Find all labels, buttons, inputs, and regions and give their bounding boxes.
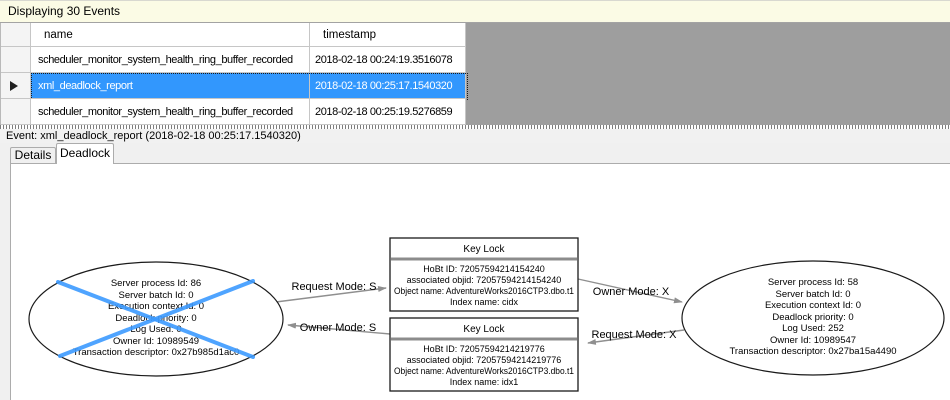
key-lock-node-bottom[interactable]: Key Lock HoBt ID: 72057594214219776 asso… [389, 317, 579, 392]
key-lock-node-top[interactable]: Key Lock HoBt ID: 72057594214154240 asso… [389, 237, 579, 312]
lock-text-line: HoBt ID: 72057594214154240 [423, 264, 545, 274]
row-filler [466, 99, 950, 125]
row-indicator-cell [1, 73, 31, 99]
node-text-line: Owner Id: 10989547 [770, 335, 856, 346]
edge-request-x-line [587, 329, 685, 345]
graph-edges: Request Mode: S Owner Mode: S Owner Mode… [267, 278, 685, 345]
table-row[interactable]: scheduler_monitor_system_health_ring_buf… [1, 99, 950, 125]
edge-label-request-s: Request Mode: S [292, 281, 377, 293]
node-text-line: Server batch Id: 0 [776, 289, 851, 300]
event-name-cell[interactable]: scheduler_monitor_system_health_ring_buf… [31, 47, 310, 73]
node-text-line: Transaction descriptor: 0x27b985d1ac0 [73, 347, 240, 358]
grid-splitter[interactable] [0, 125, 950, 129]
events-grid: name timestamp scheduler_monitor_system_… [0, 23, 950, 125]
pane-left-margin [0, 163, 10, 400]
edge-owner-x-line [577, 278, 683, 304]
events-count-bar: Displaying 30 Events [0, 0, 950, 23]
event-name-cell[interactable]: scheduler_monitor_system_health_ring_buf… [31, 99, 310, 125]
event-name-cell[interactable]: xml_deadlock_report [31, 73, 310, 99]
node-text-line: Server process Id: 58 [768, 277, 858, 288]
tab-deadlock[interactable]: Deadlock [56, 143, 114, 164]
row-filler [466, 47, 950, 73]
node-text-line: Owner Id: 10989549 [113, 336, 199, 347]
victim-process-node[interactable]: Server process Id: 86 Server batch Id: 0… [28, 261, 284, 377]
edge-label-owner-s: Owner Mode: S [300, 322, 376, 334]
grid-header-filler [466, 23, 950, 47]
node-text-line: Server process Id: 86 [111, 278, 201, 289]
row-indicator-cell [1, 47, 31, 73]
grid-header-row: name timestamp [1, 23, 950, 47]
edge-label-owner-x: Owner Mode: X [593, 286, 670, 298]
node-text-line: Execution context Id: 0 [108, 301, 204, 312]
lock-text-line: Index name: cidx [450, 297, 519, 307]
node-text-line: Log Used: 0 [130, 324, 181, 335]
event-timestamp-cell[interactable]: 2018-02-18 00:25:19.5276859 [310, 99, 466, 125]
selected-event-caption: Event: xml_deadlock_report (2018-02-18 0… [0, 129, 950, 143]
lock-title: Key Lock [463, 324, 505, 335]
event-timestamp-cell[interactable]: 2018-02-18 00:24:19.3516078 [310, 47, 466, 73]
edge-request-s-line [267, 286, 387, 304]
lock-text-line: Object name: AdventureWorks2016CTP3.dbo.… [394, 366, 574, 376]
row-filler [466, 73, 950, 99]
tab-details[interactable]: Details [10, 147, 56, 163]
edge-owner-s-line [287, 322, 391, 335]
table-row[interactable]: scheduler_monitor_system_health_ring_buf… [1, 47, 950, 73]
event-timestamp-cell[interactable]: 2018-02-18 00:25:17.1540320 [310, 73, 466, 99]
other-process-node[interactable]: Server process Id: 58 Server batch Id: 0… [681, 260, 945, 376]
lock-text-line: Index name: idx1 [450, 377, 519, 387]
current-row-arrow-icon [10, 80, 18, 91]
node-text-line: Log Used: 252 [782, 323, 844, 334]
table-row-selected[interactable]: xml_deadlock_report 2018-02-18 00:25:17.… [1, 73, 950, 100]
lock-text-line: HoBt ID: 72057594214219776 [423, 344, 545, 354]
node-text-line: Server batch Id: 0 [119, 290, 194, 301]
lock-text-line: associated objid: 72057594214154240 [407, 275, 562, 285]
node-text-line: Deadlock priority: 0 [772, 312, 853, 323]
node-text-line: Execution context Id: 0 [765, 300, 861, 311]
grid-header-gutter [1, 23, 31, 47]
deadlock-graph: Request Mode: S Owner Mode: S Owner Mode… [28, 237, 945, 392]
row-indicator-cell [1, 99, 31, 125]
lock-text-line: Object name: AdventureWorks2016CTP3.dbo.… [394, 286, 574, 296]
victim-cross-icon [58, 279, 255, 358]
selected-event-label: Event: xml_deadlock_report (2018-02-18 0… [6, 130, 301, 142]
column-header-name[interactable]: name [31, 23, 310, 47]
detail-tabs: Details Deadlock [0, 143, 950, 164]
events-count-label: Displaying 30 Events [8, 4, 121, 18]
column-header-timestamp[interactable]: timestamp [310, 23, 466, 47]
node-text-line: Transaction descriptor: 0x27ba15a4490 [729, 346, 896, 357]
edge-label-request-x: Request Mode: X [592, 329, 678, 341]
lock-text-line: associated objid: 72057594214219776 [407, 355, 562, 365]
lock-title: Key Lock [463, 244, 505, 255]
